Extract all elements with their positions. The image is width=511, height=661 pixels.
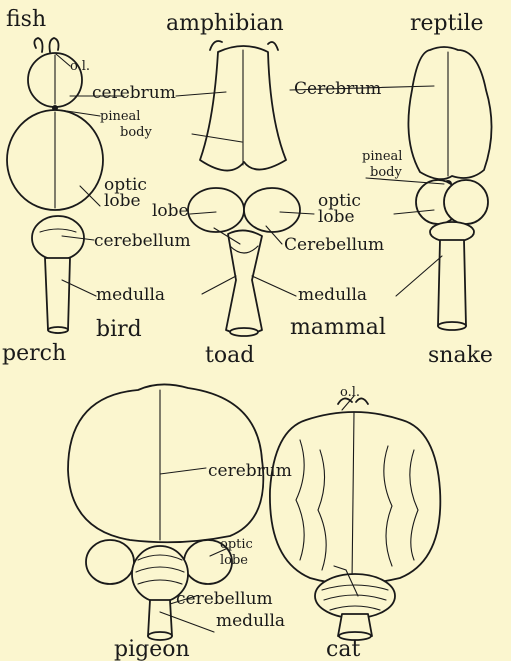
label-cerebellum-right: Cerebellum — [284, 235, 384, 255]
label-optic-toad-2: lobe — [152, 201, 189, 221]
label-amphibian: amphibian — [166, 11, 284, 36]
mammal-brain — [270, 398, 440, 640]
label-medulla-left: medulla — [96, 285, 165, 305]
label-mammal: mammal — [290, 315, 386, 340]
label-reptile: reptile — [410, 11, 484, 36]
fish-brain — [7, 38, 103, 333]
amphibian-brain — [188, 41, 300, 336]
label-medulla-right: medulla — [298, 285, 367, 305]
label-bird: bird — [96, 317, 142, 342]
label-cat-ol: o.l. — [340, 385, 360, 400]
label-perch: perch — [2, 341, 66, 366]
label-cat: cat — [326, 637, 360, 661]
label-pigeon: pigeon — [114, 637, 190, 661]
label-pineal-right-2: body — [370, 165, 402, 180]
label-pineal-right-1: pineal — [362, 149, 402, 164]
label-pineal-left-2: body — [120, 125, 152, 140]
label-cerebellum-left: cerebellum — [94, 231, 191, 251]
label-fish: fish — [6, 7, 46, 32]
label-optic-right-2: lobe — [318, 207, 355, 227]
label-cerebrum-center: cerebrum — [92, 83, 176, 103]
label-optic-left-2: lobe — [104, 191, 141, 211]
reptile-brain — [408, 47, 491, 330]
label-pineal-left-1: pineal — [100, 109, 140, 124]
label-cerebrum-right: Cerebrum — [294, 79, 381, 99]
label-cerebellum-bird: cerebellum — [176, 589, 273, 609]
label-snake: snake — [428, 343, 493, 368]
label-toad: toad — [205, 343, 254, 368]
label-medulla-bird: medulla — [216, 611, 285, 631]
label-optic-bird-2: lobe — [220, 553, 248, 568]
label-optic-bird-1: optic — [220, 537, 253, 552]
label-fish-ol: o.l. — [70, 59, 90, 74]
label-cerebrum-bird: cerebrum — [208, 461, 292, 481]
